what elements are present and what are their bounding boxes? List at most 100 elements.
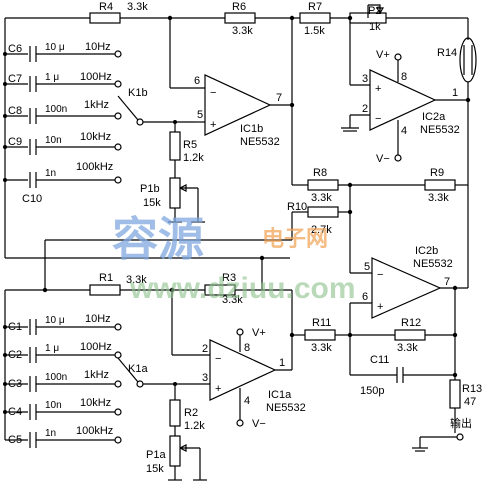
resistor-r13 (449, 379, 461, 409)
c11-label: C11 (370, 354, 389, 366)
r8-r9-line (292, 179, 468, 265)
r3-value: 3.3k (222, 294, 243, 306)
ic1b-pin5: 5 (197, 109, 203, 121)
ic1a-pin8: 8 (244, 342, 250, 354)
ic2b-pin7: 7 (444, 276, 450, 288)
freq-1khz-bottom: 1kHz (84, 369, 109, 381)
freq-1khz-top: 1kHz (84, 99, 109, 111)
svg-text:−: − (215, 353, 221, 365)
r3-label: R3 (222, 272, 236, 284)
r2-value: 1.2k (184, 420, 205, 432)
ic2b-label: IC2b (415, 245, 438, 257)
r12-value: 3.3k (397, 342, 418, 354)
r10-value: 2.7k (311, 224, 332, 236)
p2-label: P2 (368, 5, 381, 17)
r11-value: 3.3k (311, 342, 332, 354)
opamp-ic2b: − + (349, 185, 469, 319)
ic1a-vminus: V− (252, 418, 266, 430)
c4-label: C4 (8, 406, 22, 418)
svg-text:−: − (377, 269, 383, 281)
r8-value: 3.3k (311, 192, 332, 204)
freq-10hz-bottom: 10Hz (85, 313, 111, 325)
c1-value: 10 μ (45, 315, 65, 326)
c6-label: C6 (8, 43, 22, 55)
resistor-r11 (304, 329, 336, 341)
pot-p1b (169, 177, 181, 209)
r12-label: R12 (401, 317, 421, 329)
ic2a-label: IC2a (422, 111, 446, 123)
ic1a-pin3: 3 (202, 372, 208, 384)
ic2a-pin1: 1 (452, 87, 458, 99)
r2-p1a (168, 382, 207, 481)
ic1a-pin1: 1 (279, 357, 285, 369)
c6-value: 10 μ (45, 42, 65, 53)
resistor-r9 (424, 179, 456, 191)
ic2a-pin3: 3 (362, 73, 368, 85)
svg-text:+: + (377, 301, 383, 313)
resistor-r6 (224, 12, 256, 24)
output-terminal (456, 433, 464, 441)
ic2a-part: NE5532 (420, 124, 460, 136)
c8-label: C8 (8, 105, 22, 117)
capacitor-bank-bottom (3, 290, 122, 448)
p1b-label: P1b (140, 183, 160, 195)
ic1a-pin4: 4 (244, 395, 250, 407)
r11-label: R11 (312, 317, 331, 329)
svg-text:−: − (210, 87, 216, 99)
resistor-r4 (89, 12, 121, 24)
freq-100khz-top: 100kHz (76, 161, 113, 173)
resistor-r2 (169, 399, 181, 427)
r14-label: R14 (437, 47, 457, 59)
ic2b-part: NE5532 (413, 258, 453, 270)
ic1a-vplus: V+ (252, 327, 266, 339)
ic2b-pin5: 5 (364, 261, 370, 273)
ic1b-label: IC1b (240, 123, 263, 135)
freq-100hz-top: 100Hz (80, 71, 112, 83)
output-label: 输出 (450, 416, 472, 430)
output-section (292, 285, 464, 452)
ic1a-part: NE5532 (266, 402, 306, 414)
watermark-main: 容源 (112, 212, 204, 266)
resistor-r8 (307, 179, 339, 191)
c9-label: C9 (8, 136, 22, 148)
opamp-ic1a: − + (171, 289, 295, 427)
r2-label: R2 (184, 407, 198, 419)
r5-value: 1.2k (183, 152, 204, 164)
r5-p1b (168, 120, 205, 223)
resistor-r7 (299, 12, 331, 24)
r7-label: R7 (308, 1, 322, 13)
c1-label: C1 (8, 321, 22, 333)
freq-100hz-bottom: 100Hz (80, 341, 112, 353)
ic2a-pin2: 2 (362, 103, 368, 115)
ic1b-pin6: 6 (194, 75, 200, 87)
ic1b-part: NE5532 (240, 136, 280, 148)
c5-value: 1n (45, 428, 56, 439)
freq-10khz-top: 10kHz (80, 131, 111, 143)
r4-label: R4 (99, 1, 113, 13)
c2-value: 1 μ (45, 343, 59, 354)
r6-label: R6 (232, 1, 246, 13)
r13-value: 47 (464, 396, 476, 408)
c8-value: 100n (45, 104, 67, 115)
r1-label: R1 (99, 272, 113, 284)
r5-label: R5 (183, 139, 197, 151)
pot-p1a (169, 435, 181, 467)
p1b-value: 15k (143, 197, 161, 209)
ic2b-pin6: 6 (362, 291, 368, 303)
ic2a-pin4: 4 (401, 125, 407, 137)
r7-value: 1.5k (304, 25, 325, 37)
ic1a-pin2: 2 (202, 343, 208, 355)
opamp-ic2a: + − (341, 18, 471, 162)
capacitor-bank-top (3, 18, 122, 258)
r13-label: R13 (462, 383, 482, 395)
ic1b-pin7: 7 (276, 92, 282, 104)
k1a-label: K1a (128, 363, 148, 375)
ic1a-label: IC1a (268, 389, 292, 401)
p1a-value: 15k (146, 463, 164, 475)
r1-r3-line (5, 284, 262, 296)
c9-value: 10n (45, 135, 62, 146)
c3-label: C3 (8, 378, 22, 390)
resistor-r12 (394, 329, 426, 341)
r10-label: R10 (287, 201, 307, 213)
